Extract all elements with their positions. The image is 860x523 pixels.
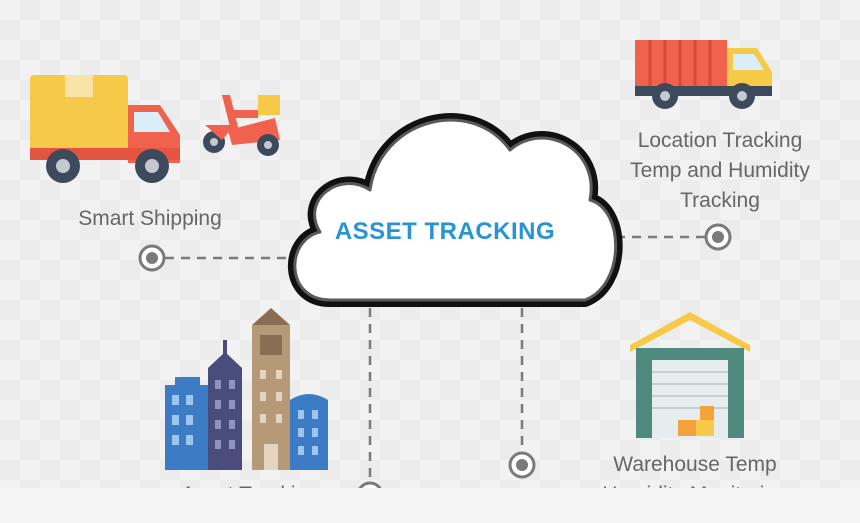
container-truck-icon	[635, 40, 772, 109]
label-location-tracking: Location Tracking Temp and Humidity Trac…	[600, 126, 840, 216]
node-marker-warehouse	[508, 451, 536, 479]
node-marker-location-tracking	[704, 223, 732, 251]
delivery-truck-icon	[30, 75, 180, 183]
node-marker-smart-shipping	[138, 244, 166, 272]
warehouse-icon	[630, 312, 750, 438]
city-buildings-icon	[165, 308, 328, 470]
label-warehouse-line-1: Warehouse Temp	[613, 453, 777, 476]
bottom-crop-fade	[0, 488, 860, 523]
delivery-scooter-icon	[203, 95, 280, 156]
label-smart-shipping: Smart Shipping	[78, 207, 222, 230]
label-location-line-3: Tracking	[680, 189, 760, 212]
label-location-line-1: Location Tracking	[637, 129, 803, 152]
cloud-icon	[288, 113, 623, 307]
center-title: ASSET TRACKING	[334, 218, 556, 245]
label-location-line-2: Temp and Humidity	[630, 159, 810, 182]
